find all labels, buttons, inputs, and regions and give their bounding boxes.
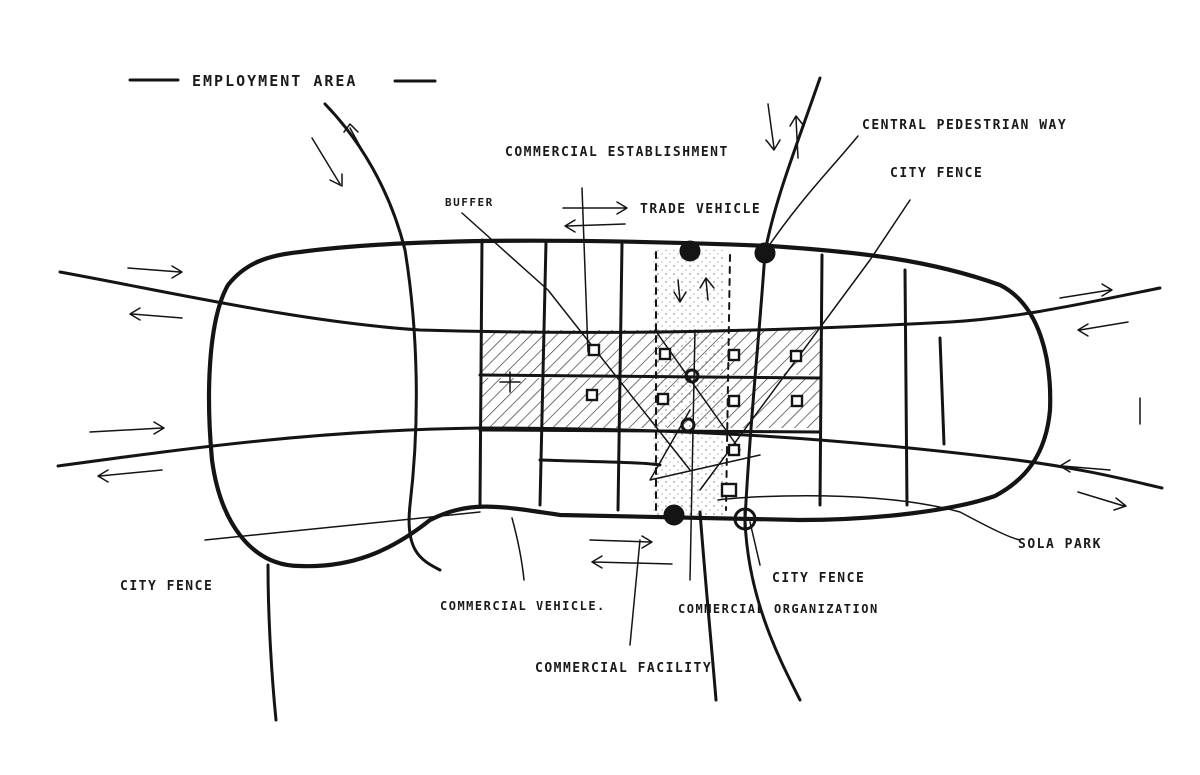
label-park: SOLA PARK (1018, 537, 1102, 552)
labels: EMPLOYMENT AREA CENTRAL PEDESTRIAN WAY C… (120, 72, 1102, 676)
leader-lines (204, 135, 1021, 646)
pedestrian-way-dashes (655, 251, 731, 511)
label-city-fence-bottom: CITY FENCE (772, 571, 865, 586)
label-city-fence-left: CITY FENCE (120, 579, 213, 594)
header-dashes (128, 78, 437, 83)
label-central-pedestrian-way: CENTRAL PEDESTRIAN WAY (862, 118, 1067, 133)
traffic-arrows (89, 103, 1129, 569)
label-city-fence-top: CITY FENCE (890, 166, 983, 181)
label-commercial-establishment: COMMERCIAL ESTABLISHMENT (505, 145, 729, 160)
label-trade-vehicle: TRADE VEHICLE (640, 202, 761, 217)
gate-nodes (663, 240, 776, 531)
commercial-unit-markers (585, 343, 804, 498)
label-commercial-vehicle: COMMERCIAL VEHICLE. (440, 599, 606, 613)
block-grid (478, 238, 946, 512)
city-fence-outline (206, 238, 1053, 569)
label-employment-area: EMPLOYMENT AREA (192, 72, 357, 90)
label-buffer: BUFFER (445, 196, 494, 209)
label-commercial-organization: COMMERCIAL ORGANIZATION (678, 602, 879, 616)
label-commercial-facility: COMMERCIAL FACILITY (535, 661, 712, 676)
hatched-commercial-zone (480, 330, 820, 428)
